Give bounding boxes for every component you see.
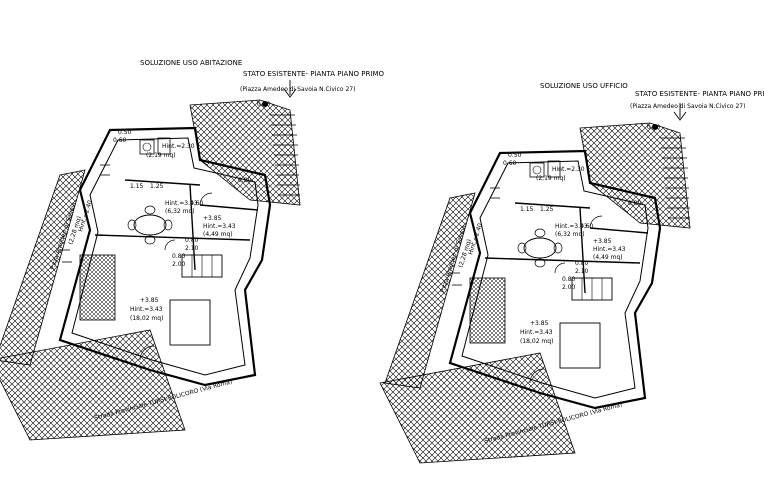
right-room-level: +3.85 [530,320,549,327]
left-room-kitchen: Hint.=3.43 (6,32 mq) [165,200,198,215]
dim-label: 0.60 [190,200,204,207]
right-room-meeting: +3.85 Hint.=3.43 (4,49 mq) [593,238,626,261]
left-room-bed: +3.85 Hint.=3.43 (4,49 mq) [203,215,236,238]
dim-label: 1.15 [130,183,144,190]
dim-label: 0.60 [580,223,594,230]
dim-label: 0.80 [575,260,589,267]
left-room-hint: Hint.=2.30 [162,143,195,150]
dim-label: Hint.=2.40 [467,222,484,255]
left-room-level: +3.85 [140,297,159,304]
right-plan-drawing [378,101,692,465]
left-room-living: +3.85 Hint.=3.43 (18,02 mq) [130,297,163,322]
dim-label: 0.80 [185,237,199,244]
left-plan-drawing [0,78,302,442]
left-title: STATO ESISTENTE- PIANTA PIANO PRIMO [243,70,384,78]
right-room-hint: Hint.=3.43 [520,329,553,336]
left-floor-plan: SOLUZIONE USO ABITAZIONE STATO ESISTENTE… [0,59,384,442]
dim-label: 1.25 [150,183,164,190]
left-room-area: (18,02 mq) [130,315,163,322]
dim-label: 2.00 [562,284,576,291]
dim-label: 2.10 [575,268,589,275]
left-room-area: (4,49 mq) [203,231,233,238]
left-room-area: (6,32 mq) [165,208,195,215]
right-room-area: (4,49 mq) [593,254,623,261]
right-room-hint: Hint.=3.43 [593,246,626,253]
dim-label: 0.80 [562,276,576,283]
dim-label: 0.50 [118,129,132,136]
dim-label: Hint.=2.40 [77,199,94,232]
right-room-hint: Hint.=2.30 [552,166,585,173]
left-room-hint: Hint.=3.43 [130,306,163,313]
right-room-area: (18,02 mq) [520,338,553,345]
dim-label: 1.15 [520,206,534,213]
right-title: STATO ESISTENTE- PIANTA PIANO PRIMO [635,90,764,98]
dim-label: 0.60 [113,137,127,144]
dim-label: 1.25 [540,206,554,213]
right-room-area: (6,32 mq) [555,231,585,238]
left-room-hint: Hint.=3.43 [165,200,198,207]
left-room-area: (2,19 mq) [146,152,176,159]
right-room-main: +3.85 Hint.=3.43 (18,02 mq) [520,320,553,345]
left-heading: SOLUZIONE USO ABITAZIONE [140,59,242,67]
dim-label: 0.80 [172,253,186,260]
right-room-level: +3.85 [593,238,612,245]
dim-label: 2.10 [185,245,199,252]
dim-label: 2.00 [172,261,186,268]
right-room-bath: Hint.=2.30 (2,19 mq) [536,166,585,182]
dim-label: 0.60 [503,160,517,167]
right-room-office: Hint.=3.43 (6,32 mq) [555,223,588,238]
left-room-bath: Hint.=2.30 (2,19 mq) [146,143,195,159]
right-heading: SOLUZIONE USO UFFICIO [540,82,628,90]
right-address: (Piazza Amedeo di Savoia N.Civico 27) [630,103,745,110]
left-room-level: +3.85 [203,215,222,222]
right-room-area: (2,19 mq) [536,175,566,182]
right-origin: 0.00 [647,124,661,131]
left-address: (Piazza Amedeo di Savoia N.Civico 27) [240,86,355,93]
left-origin: 0.00 [257,101,271,108]
right-room-hint: Hint.=3.43 [555,223,588,230]
dim-label: 0.50 [508,152,522,159]
right-floor-plan: SOLUZIONE USO UFFICIO STATO ESISTENTE- P… [378,82,764,465]
dim-label: 0.80 [238,177,252,184]
left-room-hint: Hint.=3.43 [203,223,236,230]
dim-label: 0.80 [628,200,642,207]
